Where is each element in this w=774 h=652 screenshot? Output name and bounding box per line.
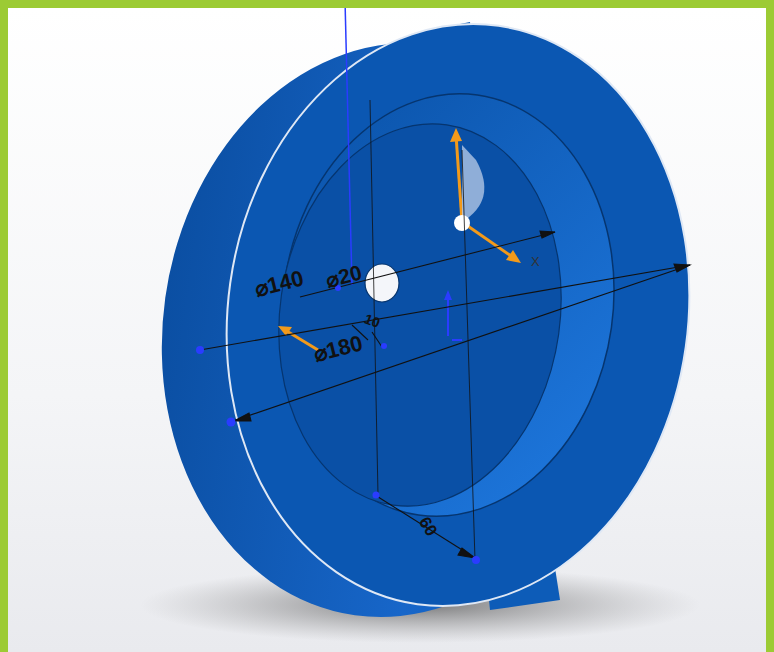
axis-label: X [531, 255, 540, 268]
viewport: ⌀140⌀2010⌀18060X [8, 8, 766, 652]
wheel-model [8, 8, 766, 652]
